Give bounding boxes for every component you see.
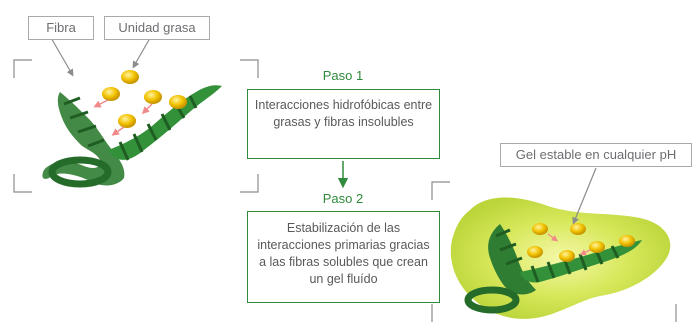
fat-droplet-icon: [619, 235, 635, 247]
pointer-unidad-grasa: [132, 37, 151, 69]
step-2-title: Paso 2: [322, 191, 364, 206]
interaction-arrows-left: [93, 99, 153, 136]
fiber-helix-icon: [42, 85, 222, 188]
fat-droplet-icon: [589, 241, 605, 253]
fat-droplet-icon: [559, 250, 575, 262]
fat-droplet-icon: [532, 223, 548, 235]
fat-droplet-icon: [169, 95, 187, 109]
step-2-box: Estabilización de las interacciones prim…: [247, 211, 440, 303]
fiber-helix-icon: [464, 224, 642, 314]
right-frame-brackets: [431, 181, 677, 322]
label-gel-estable: Gel estable en cualquier pH: [500, 143, 692, 167]
fat-droplet-icon: [121, 70, 139, 84]
interaction-arrows-right: [547, 233, 591, 256]
step-1-title: Paso 1: [322, 68, 364, 83]
left-frame-brackets: [13, 59, 259, 193]
step-1-box: Interacciones hidrofóbicas entre grasas …: [247, 89, 440, 159]
label-unidad-grasa: Unidad grasa: [104, 16, 210, 40]
fat-droplet-icon: [102, 87, 120, 101]
pointer-gel-estable: [572, 167, 597, 225]
label-fibra: Fibra: [28, 16, 94, 40]
fat-droplet-icon: [527, 246, 543, 258]
fat-droplets-left: [102, 70, 187, 128]
fat-droplet-icon: [118, 114, 136, 128]
pointer-fibra: [49, 35, 74, 77]
fat-droplets-right: [527, 223, 635, 262]
fat-droplet-icon: [570, 223, 586, 235]
fat-droplet-icon: [144, 90, 162, 104]
